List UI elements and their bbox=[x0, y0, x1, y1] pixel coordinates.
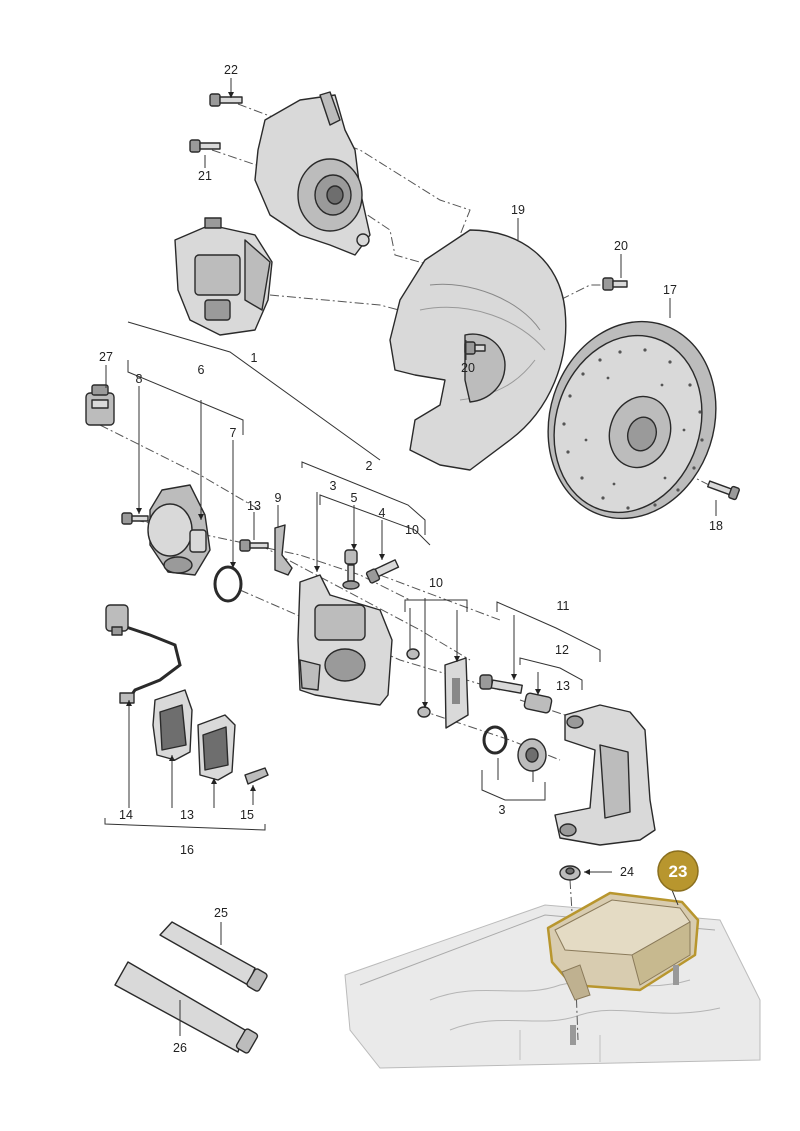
callout-9: 9 bbox=[275, 491, 282, 505]
callout-20-lower: 20 bbox=[461, 361, 475, 375]
bolt-21 bbox=[189, 139, 221, 153]
screw-18 bbox=[706, 480, 740, 501]
callout-25: 25 bbox=[214, 906, 228, 920]
seal-ring-7 bbox=[213, 565, 243, 603]
callout-13-upper: 13 bbox=[247, 499, 261, 513]
guide-caps-10 bbox=[406, 648, 431, 718]
callout-3-upper: 3 bbox=[330, 479, 337, 493]
callout-1: 1 bbox=[251, 351, 258, 365]
callout-17: 17 bbox=[663, 283, 677, 297]
brake-caliper-upper bbox=[174, 217, 273, 336]
brake-pad-inner bbox=[197, 714, 236, 781]
bracket-9 bbox=[274, 524, 293, 576]
leader-lines bbox=[104, 78, 717, 1036]
bolt-13-upper bbox=[239, 539, 269, 552]
bolt-20-upper bbox=[602, 277, 628, 291]
connector-housing bbox=[85, 384, 115, 426]
brake-pad-outer bbox=[152, 689, 193, 761]
nut-24 bbox=[559, 865, 581, 881]
callout-20-upper: 20 bbox=[614, 239, 628, 253]
anti-rattle-clip-15 bbox=[244, 767, 269, 785]
callout-21: 21 bbox=[198, 169, 212, 183]
callout-6: 6 bbox=[198, 363, 205, 377]
pad-retaining-spring bbox=[444, 657, 469, 729]
callout-3-lower: 3 bbox=[499, 803, 506, 817]
callout-10-lower: 10 bbox=[429, 576, 443, 590]
dust-boot-3-ring bbox=[482, 725, 547, 772]
bolt-20-lower bbox=[464, 341, 486, 355]
grease-tube-25 bbox=[159, 921, 268, 992]
callout-15: 15 bbox=[240, 808, 254, 822]
brake-pad-wear-sensor bbox=[105, 604, 182, 704]
callout-labels: 22 21 19 20 17 20 1 27 6 8 7 2 3 18 9 5 … bbox=[99, 63, 723, 1055]
bleeder-valve-5 bbox=[342, 549, 360, 590]
callout-5: 5 bbox=[351, 491, 358, 505]
callout-22: 22 bbox=[224, 63, 238, 77]
callout-14: 14 bbox=[119, 808, 133, 822]
callout-27: 27 bbox=[99, 350, 113, 364]
callout-4: 4 bbox=[379, 506, 386, 520]
guide-sleeve-12 bbox=[523, 692, 553, 714]
callout-18: 18 bbox=[709, 519, 723, 533]
callout-26: 26 bbox=[173, 1041, 187, 1055]
callout-13-right: 13 bbox=[556, 679, 570, 693]
callout-16: 16 bbox=[180, 843, 194, 857]
brake-carrier bbox=[554, 704, 656, 846]
callout-24: 24 bbox=[620, 865, 634, 879]
callout-11: 11 bbox=[557, 599, 570, 613]
bleeder-screw-4 bbox=[365, 559, 400, 584]
callout-19: 19 bbox=[511, 203, 525, 217]
highlight-badge-23: 23 bbox=[657, 850, 699, 892]
control-unit-23 bbox=[546, 891, 700, 1045]
parking-brake-motor bbox=[147, 484, 211, 576]
guide-bolt-11 bbox=[479, 674, 523, 694]
brake-caliper-housing bbox=[297, 574, 393, 706]
wheel-bearing-housing bbox=[254, 91, 371, 256]
callout-2: 2 bbox=[366, 459, 373, 473]
callout-8: 8 bbox=[136, 372, 143, 386]
bolt-8 bbox=[121, 512, 149, 525]
badge-23-label: 23 bbox=[669, 862, 688, 881]
callout-10-upper: 10 bbox=[405, 523, 419, 537]
callout-7: 7 bbox=[230, 426, 237, 440]
bolt-22 bbox=[209, 93, 243, 107]
callout-13-lower: 13 bbox=[180, 808, 194, 822]
callout-12: 12 bbox=[555, 643, 569, 657]
brake-disc bbox=[547, 320, 717, 520]
